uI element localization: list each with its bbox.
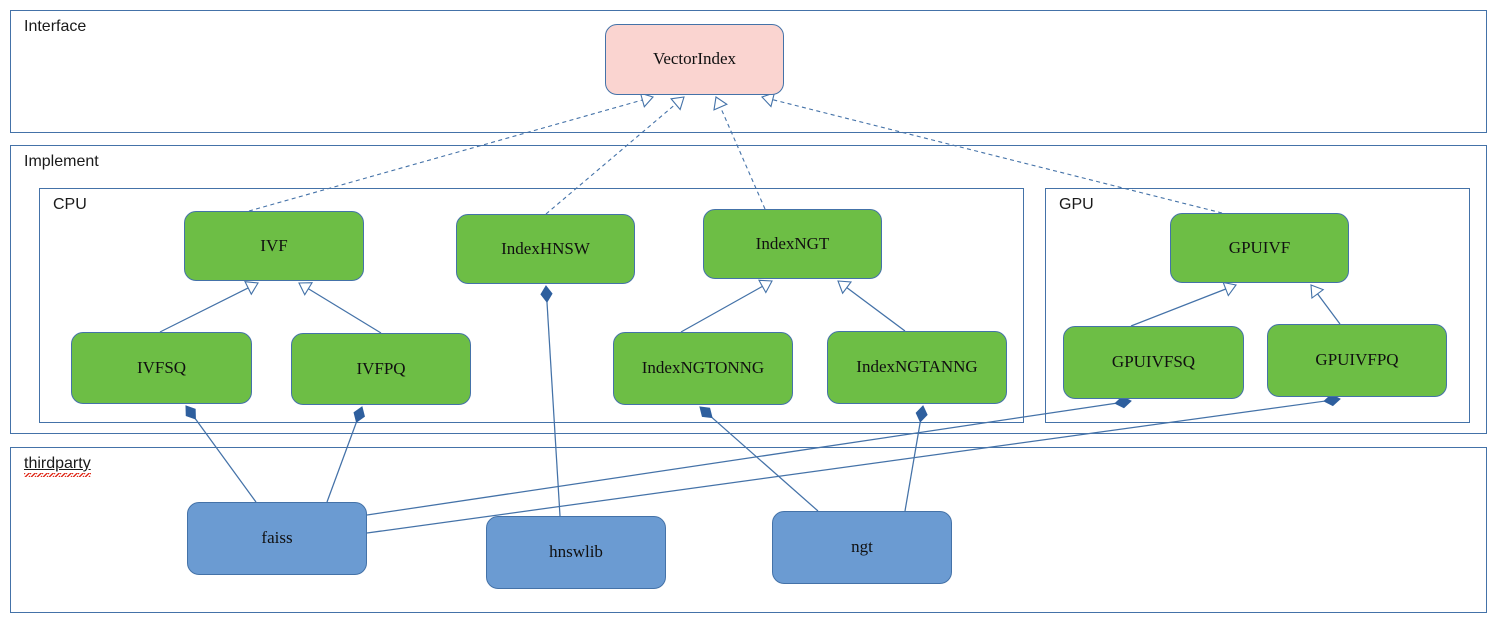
node-faiss[interactable]: faiss (187, 502, 367, 575)
node-ivf[interactable]: IVF (184, 211, 364, 281)
node-label-faiss: faiss (261, 528, 293, 548)
node-label-gpuivfsq: GPUIVFSQ (1111, 352, 1196, 372)
node-ivfsq[interactable]: IVFSQ (71, 332, 252, 404)
node-label-indexngt: IndexNGT (755, 233, 830, 253)
node-label-vectorindex: VectorIndex (652, 49, 737, 69)
node-indexngtonng[interactable]: IndexNGTONNG (613, 332, 793, 405)
node-indexhnsw[interactable]: IndexHNSW (456, 214, 635, 284)
node-label-indexhnsw: IndexHNSW (501, 238, 590, 258)
node-label-ngt: ngt (851, 537, 873, 557)
node-label-indexngtanng: IndexNGTANNG (856, 357, 978, 377)
package-label-implement: Implement (24, 153, 99, 170)
node-label-ivf: IVF (260, 235, 288, 255)
node-gpuivf[interactable]: GPUIVF (1170, 213, 1349, 283)
package-label-cpu: CPU (53, 196, 87, 213)
package-label-gpu: GPU (1059, 196, 1094, 213)
node-hnswlib[interactable]: hnswlib (486, 516, 666, 589)
package-label-interface: Interface (24, 18, 87, 35)
package-label-thirdparty: thirdparty (24, 455, 91, 477)
node-label-gpuivf: GPUIVF (1228, 237, 1291, 257)
node-indexngt[interactable]: IndexNGT (703, 209, 882, 279)
node-label-gpuivfpq: GPUIVFPQ (1315, 350, 1399, 370)
node-gpuivfpq[interactable]: GPUIVFPQ (1267, 324, 1447, 397)
node-vectorindex[interactable]: VectorIndex (605, 24, 784, 95)
node-label-hnswlib: hnswlib (549, 542, 603, 562)
node-indexngtanng[interactable]: IndexNGTANNG (827, 331, 1007, 404)
node-ngt[interactable]: ngt (772, 511, 952, 584)
node-gpuivfsq[interactable]: GPUIVFSQ (1063, 326, 1244, 399)
node-label-indexngtonng: IndexNGTONNG (641, 358, 765, 378)
node-label-ivfpq: IVFPQ (356, 358, 406, 378)
node-ivfpq[interactable]: IVFPQ (291, 333, 471, 405)
node-label-ivfsq: IVFSQ (136, 357, 187, 377)
